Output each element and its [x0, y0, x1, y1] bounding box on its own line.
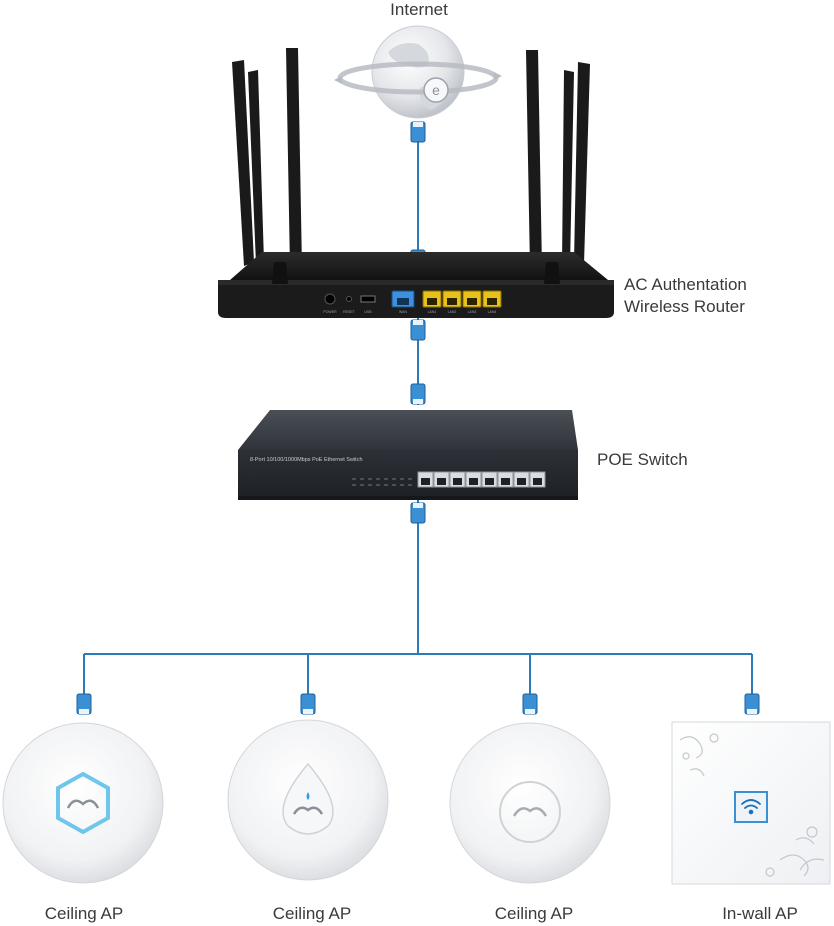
power-port	[324, 293, 336, 305]
reset-button	[346, 296, 352, 302]
ap-label-4: In-wall AP	[722, 904, 798, 923]
hexagon-light-icon	[56, 771, 110, 835]
router-label-line-2: Wireless Router	[624, 297, 745, 316]
switch-leds	[352, 478, 412, 486]
rj45-connector-icon	[76, 693, 92, 715]
router-label: AC Authentation Wireless Router	[624, 274, 747, 318]
router-label-line-1: AC Authentation	[624, 275, 747, 294]
ceiling-ap-2	[227, 719, 389, 881]
rj45-connectors	[76, 121, 760, 715]
ceiling-ap-3	[449, 722, 611, 884]
wifi-button	[734, 791, 768, 823]
switch-label: POE Switch	[597, 450, 688, 469]
poe-switch: 8-Port 10/100/1000Mbps PoE Ethernet Swit…	[238, 410, 578, 500]
ap-label-3: Ceiling AP	[494, 904, 574, 923]
rj45-connector-icon	[522, 693, 538, 715]
rj45-connector-icon	[744, 693, 760, 715]
internet-globe-icon: e	[334, 25, 502, 119]
ap-label-2: Ceiling AP	[272, 904, 352, 923]
rj45-connector-icon	[300, 693, 316, 715]
cloud-logo-icon	[512, 807, 548, 817]
cloud-logo-icon	[292, 806, 324, 815]
router-antennas	[232, 48, 590, 268]
rj45-connector-icon	[410, 383, 426, 405]
rj45-connector-icon	[410, 121, 426, 143]
ceiling-ap-1	[2, 722, 164, 884]
cloud-logo-icon	[66, 799, 100, 809]
svg-text:e: e	[432, 82, 440, 98]
wifi-icon	[741, 799, 761, 815]
switch-model-text: 8-Port 10/100/1000Mbps PoE Ethernet Swit…	[250, 457, 363, 463]
in-wall-ap	[671, 721, 831, 885]
wireless-router	[218, 48, 614, 318]
rj45-connector-icon	[410, 502, 426, 524]
internet-label: Internet	[390, 0, 448, 19]
ap-label-1: Ceiling AP	[44, 904, 124, 923]
usb-port	[360, 295, 376, 303]
floral-decoration-icon	[679, 733, 825, 877]
rj45-connector-icon	[410, 319, 426, 341]
